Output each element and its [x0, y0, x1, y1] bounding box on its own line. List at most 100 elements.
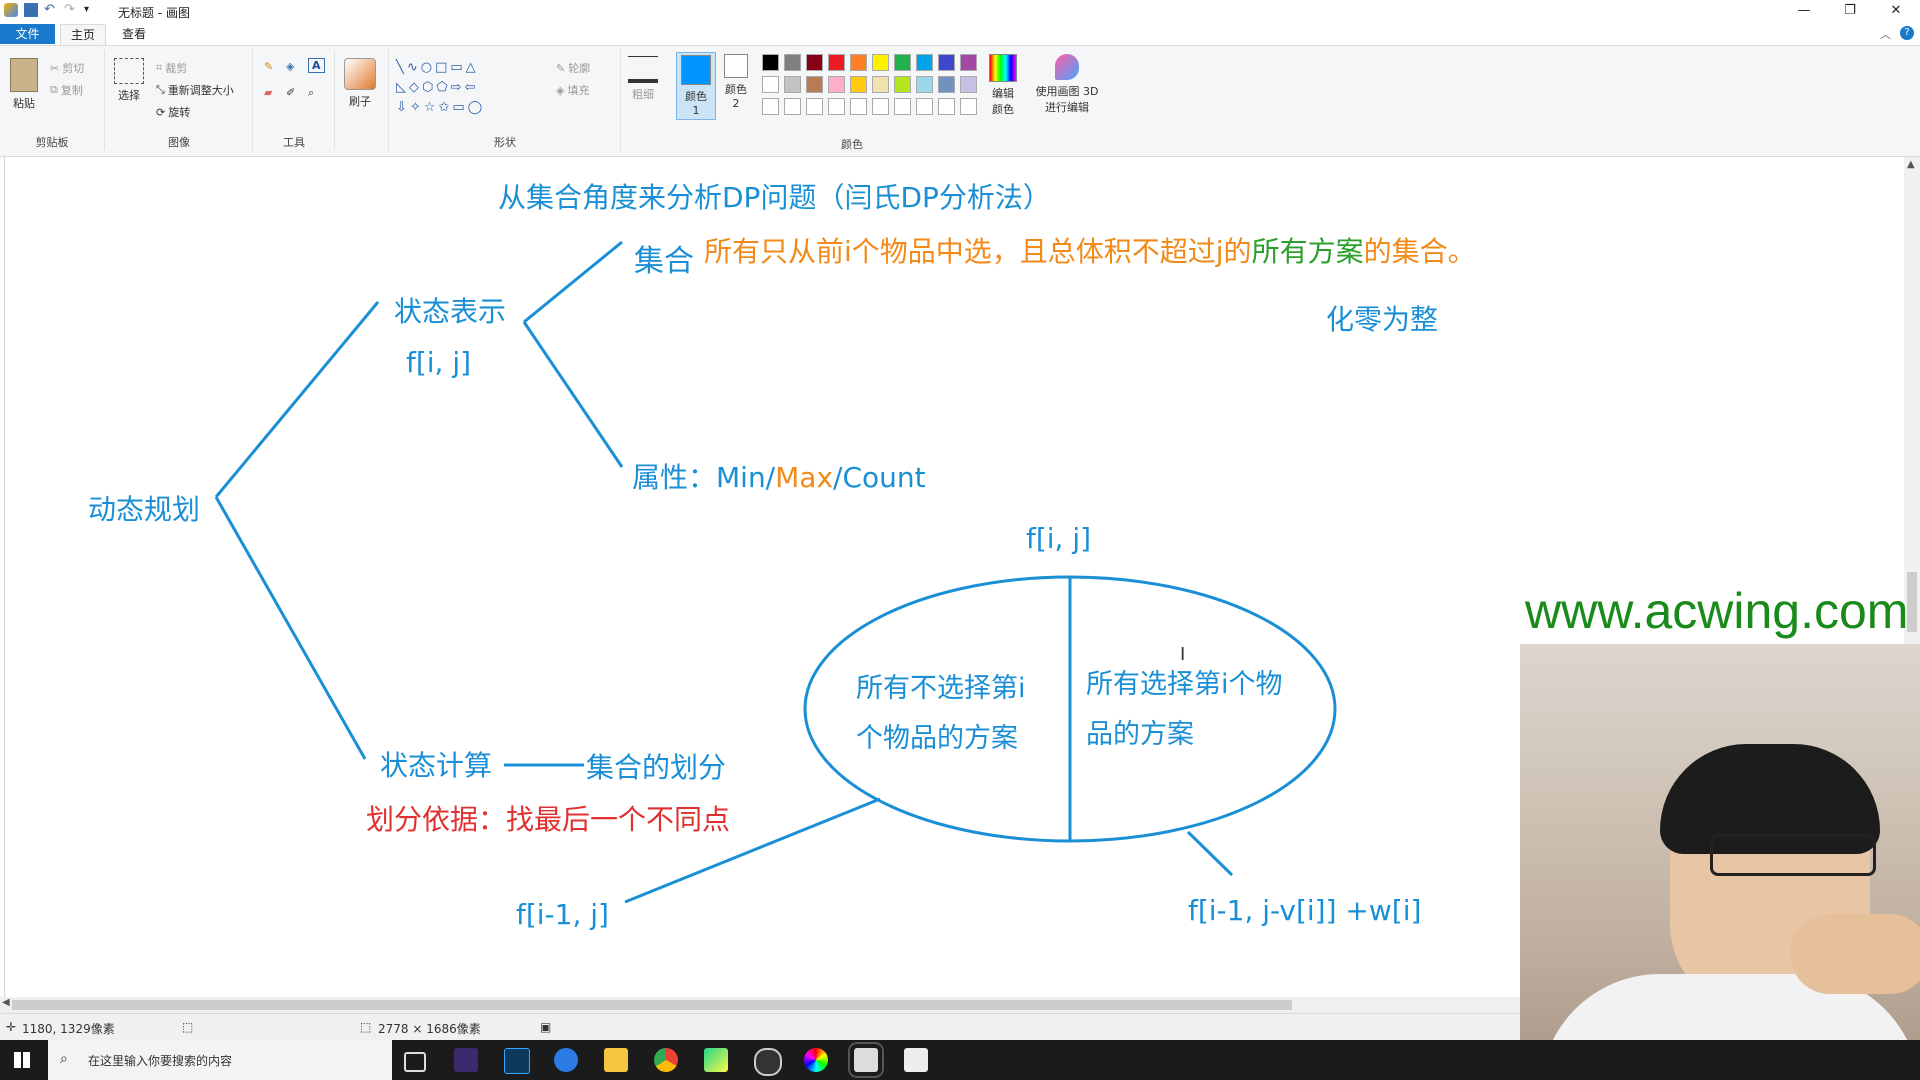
rotate-button[interactable]: ⟳旋转	[156, 105, 191, 120]
palette-swatch[interactable]	[806, 54, 823, 71]
vertical-scroll-thumb[interactable]	[1907, 572, 1917, 632]
color1-button[interactable]: 颜色 1	[676, 52, 716, 120]
taskbar-search[interactable]: ⌕ 在这里输入你要搜索的内容	[48, 1040, 392, 1080]
fill-button[interactable]: ◈填充	[556, 83, 590, 98]
palette-swatch[interactable]	[916, 54, 933, 71]
text-icon[interactable]: A	[308, 58, 325, 73]
file-explorer-icon[interactable]	[604, 1048, 628, 1072]
color2-button[interactable]: 颜色 2	[724, 54, 748, 110]
task-view-icon[interactable]	[404, 1052, 426, 1072]
palette-swatch[interactable]	[762, 76, 779, 93]
redo-icon[interactable]: ↷	[64, 2, 75, 17]
palette-swatch[interactable]	[938, 54, 955, 71]
canvas-size: 2778 × 1686像素	[378, 1022, 481, 1036]
set-desc-part2: 所有方案	[1251, 235, 1364, 268]
color2-swatch	[724, 54, 748, 78]
palette-swatch[interactable]	[806, 98, 823, 115]
paste-button[interactable]: 粘贴	[10, 58, 38, 111]
shape-star-icon[interactable]: ⇩✧☆✩▭◯	[396, 100, 486, 115]
palette-swatch[interactable]	[960, 98, 977, 115]
palette-swatch[interactable]	[828, 54, 845, 71]
palette-swatch[interactable]	[960, 54, 977, 71]
close-button[interactable]: ✕	[1890, 3, 1902, 18]
visual-studio-icon[interactable]	[454, 1048, 478, 1072]
scroll-left-icon[interactable]: ◀	[2, 997, 10, 1008]
palette-swatch[interactable]	[894, 54, 911, 71]
line-width-icon	[628, 56, 658, 83]
minimize-button[interactable]: —	[1797, 3, 1811, 18]
right-result-line	[1186, 830, 1234, 877]
chrome-icon[interactable]	[654, 1048, 678, 1072]
save-icon[interactable]	[24, 3, 38, 17]
palette-swatch[interactable]	[894, 76, 911, 93]
size-button[interactable]: 粗细	[628, 56, 658, 102]
windows-start-icon[interactable]	[14, 1052, 30, 1068]
undo-icon[interactable]: ↶	[44, 2, 55, 17]
paint3d-button[interactable]: 使用画图 3D 进行编辑	[1034, 54, 1100, 115]
cut-button[interactable]: ✂剪切	[50, 61, 85, 76]
tools-group: ✎ ◈ A ▰ ✐ ⌕ 工具	[254, 50, 335, 150]
horizontal-scroll-thumb[interactable]	[12, 1000, 1292, 1010]
paint3d-icon	[1055, 54, 1079, 80]
palette-swatch[interactable]	[784, 54, 801, 71]
shapes-label: 形状	[494, 136, 516, 149]
outline-icon: ✎	[556, 61, 566, 75]
palette-swatch[interactable]	[806, 76, 823, 93]
palette-swatch[interactable]	[762, 98, 779, 115]
horizontal-scrollbar[interactable]: ◀	[0, 997, 1906, 1013]
brushes-button[interactable]: 刷子	[344, 58, 376, 109]
shape-polygon-icon[interactable]: ◺◇⬡⬠⇨⇦	[396, 80, 479, 95]
fill-bucket-icon[interactable]: ◈	[286, 60, 295, 73]
title-bar: ↶ ↷ ▾ 无标题 - 画图 — ❐ ✕	[0, 0, 1920, 22]
palette-swatch[interactable]	[850, 98, 867, 115]
palette-swatch[interactable]	[828, 76, 845, 93]
palette-swatch[interactable]	[938, 98, 955, 115]
palette-swatch[interactable]	[872, 98, 889, 115]
paint-taskbar-icon[interactable]	[848, 1042, 884, 1078]
palette-swatch[interactable]	[938, 76, 955, 93]
palette-swatch[interactable]	[872, 76, 889, 93]
file-menu[interactable]: 文件	[0, 24, 55, 44]
palette-swatch[interactable]	[850, 76, 867, 93]
scroll-up-icon[interactable]: ▲	[1907, 159, 1915, 170]
browser-edge-icon[interactable]	[554, 1048, 578, 1072]
zero-to-whole-note: 化零为整	[1326, 303, 1439, 336]
edit-colors-button[interactable]: 编辑颜色	[986, 54, 1020, 117]
palette-swatch[interactable]	[916, 76, 933, 93]
palette-swatch[interactable]	[916, 98, 933, 115]
palette-swatch[interactable]	[960, 76, 977, 93]
color-app-icon[interactable]	[804, 1048, 828, 1072]
eraser-icon[interactable]: ▰	[264, 86, 273, 99]
help-icon[interactable]: ?	[1900, 26, 1914, 40]
tab-home[interactable]: 主页	[60, 24, 107, 45]
pencil-icon[interactable]: ✎	[264, 60, 274, 73]
palette-swatch[interactable]	[894, 98, 911, 115]
palette-swatch[interactable]	[762, 54, 779, 71]
outline-button[interactable]: ✎轮廓	[556, 61, 591, 76]
palette-swatch[interactable]	[784, 76, 801, 93]
resize-button[interactable]: ⤡重新调整大小	[156, 83, 234, 97]
select-button[interactable]: 选择	[114, 58, 144, 103]
calculator-icon[interactable]	[904, 1048, 928, 1072]
left-half-line2: 个物品的方案	[856, 723, 1018, 754]
shapes-gallery[interactable]: ╲∿○□▭△ ◺◇⬡⬠⇨⇦ ⇩✧☆✩▭◯	[396, 58, 546, 118]
crop-button[interactable]: ⌗裁剪	[156, 61, 188, 75]
image-group: 选择 ⌗裁剪 ⤡重新调整大小 ⟳旋转 图像	[106, 50, 253, 150]
tab-view[interactable]: 查看	[122, 27, 147, 41]
photoshop-icon[interactable]	[504, 1048, 530, 1074]
shape-line-icon[interactable]: ╲∿○□▭△	[396, 60, 479, 75]
palette-swatch[interactable]	[828, 98, 845, 115]
copy-button[interactable]: ⧉复制	[50, 83, 83, 97]
clipboard-label: 剪贴板	[35, 136, 69, 149]
collapse-ribbon-icon[interactable]: ︿	[1880, 28, 1891, 41]
obs-icon[interactable]	[754, 1048, 782, 1076]
palette-swatch[interactable]	[784, 98, 801, 115]
select-rectangle-icon	[114, 58, 144, 84]
color-picker-icon[interactable]: ✐	[286, 86, 296, 99]
customize-toolbar-icon[interactable]: ▾	[84, 4, 90, 15]
magnifier-icon[interactable]: ⌕	[308, 86, 315, 99]
palette-swatch[interactable]	[850, 54, 867, 71]
pycharm-icon[interactable]	[704, 1048, 728, 1072]
palette-swatch[interactable]	[872, 54, 889, 71]
restore-button[interactable]: ❐	[1844, 3, 1856, 18]
